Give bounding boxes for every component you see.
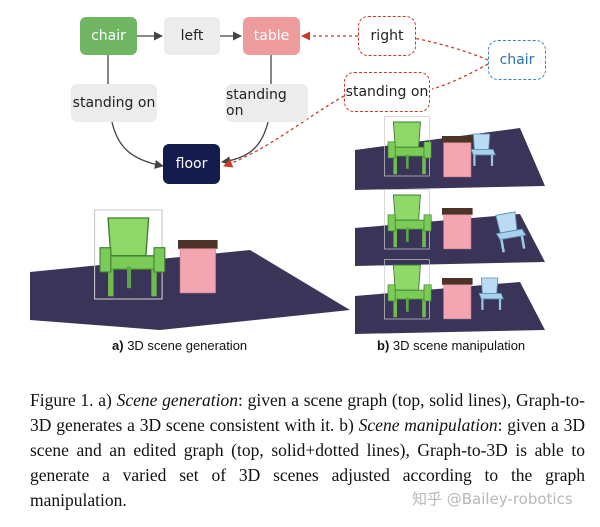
panel-b-title: 3D scene manipulation	[392, 338, 526, 353]
panel-a-title: 3D scene generation	[127, 338, 248, 353]
node-standing-on-right: standing on	[226, 84, 308, 122]
caption-part-1: Figure 1. a)	[30, 390, 117, 410]
node-chair-new: chair	[488, 40, 546, 80]
caption-italic-1: Scene generation	[116, 390, 239, 410]
caption-part-2: : given a scene graph (top, solid lines)…	[30, 390, 586, 435]
watermark: 知乎 @Bailey-robotics	[412, 490, 573, 508]
node-standing-on-left: standing on	[71, 84, 157, 122]
panel-b-label: b) 3D scene manipulation	[377, 338, 525, 353]
caption-italic-2: Scene manipulation	[358, 415, 498, 435]
node-chair: chair	[80, 17, 137, 55]
edge-standing-floor-left	[111, 121, 164, 169]
node-standing-on-dotted: standing on	[344, 72, 430, 112]
render-b1-table	[441, 135, 473, 178]
node-floor: floor	[163, 144, 220, 184]
caption-part-3: : given a 3D scene and an edited graph (…	[30, 415, 585, 510]
edge-chairnew-right-dotted	[405, 36, 489, 61]
render-b2-blue-chair	[495, 211, 527, 253]
panel-b-letter: b)	[377, 338, 390, 353]
panel-a-letter: a)	[112, 338, 124, 353]
render-b1-blue-chair	[470, 133, 496, 166]
render-b3-blue-chair	[478, 277, 504, 310]
panel-a-label: a) 3D scene generation	[112, 338, 247, 353]
node-right: right	[358, 16, 416, 56]
render-a-table	[177, 239, 219, 294]
edge-chairnew-standing-dotted	[431, 63, 489, 90]
render-b3-table	[441, 277, 473, 320]
node-table: table	[243, 17, 300, 55]
node-left: left	[164, 17, 220, 55]
figure-caption: Figure 1. a) Scene generation: given a s…	[30, 388, 585, 513]
render-b2-table	[441, 207, 473, 250]
